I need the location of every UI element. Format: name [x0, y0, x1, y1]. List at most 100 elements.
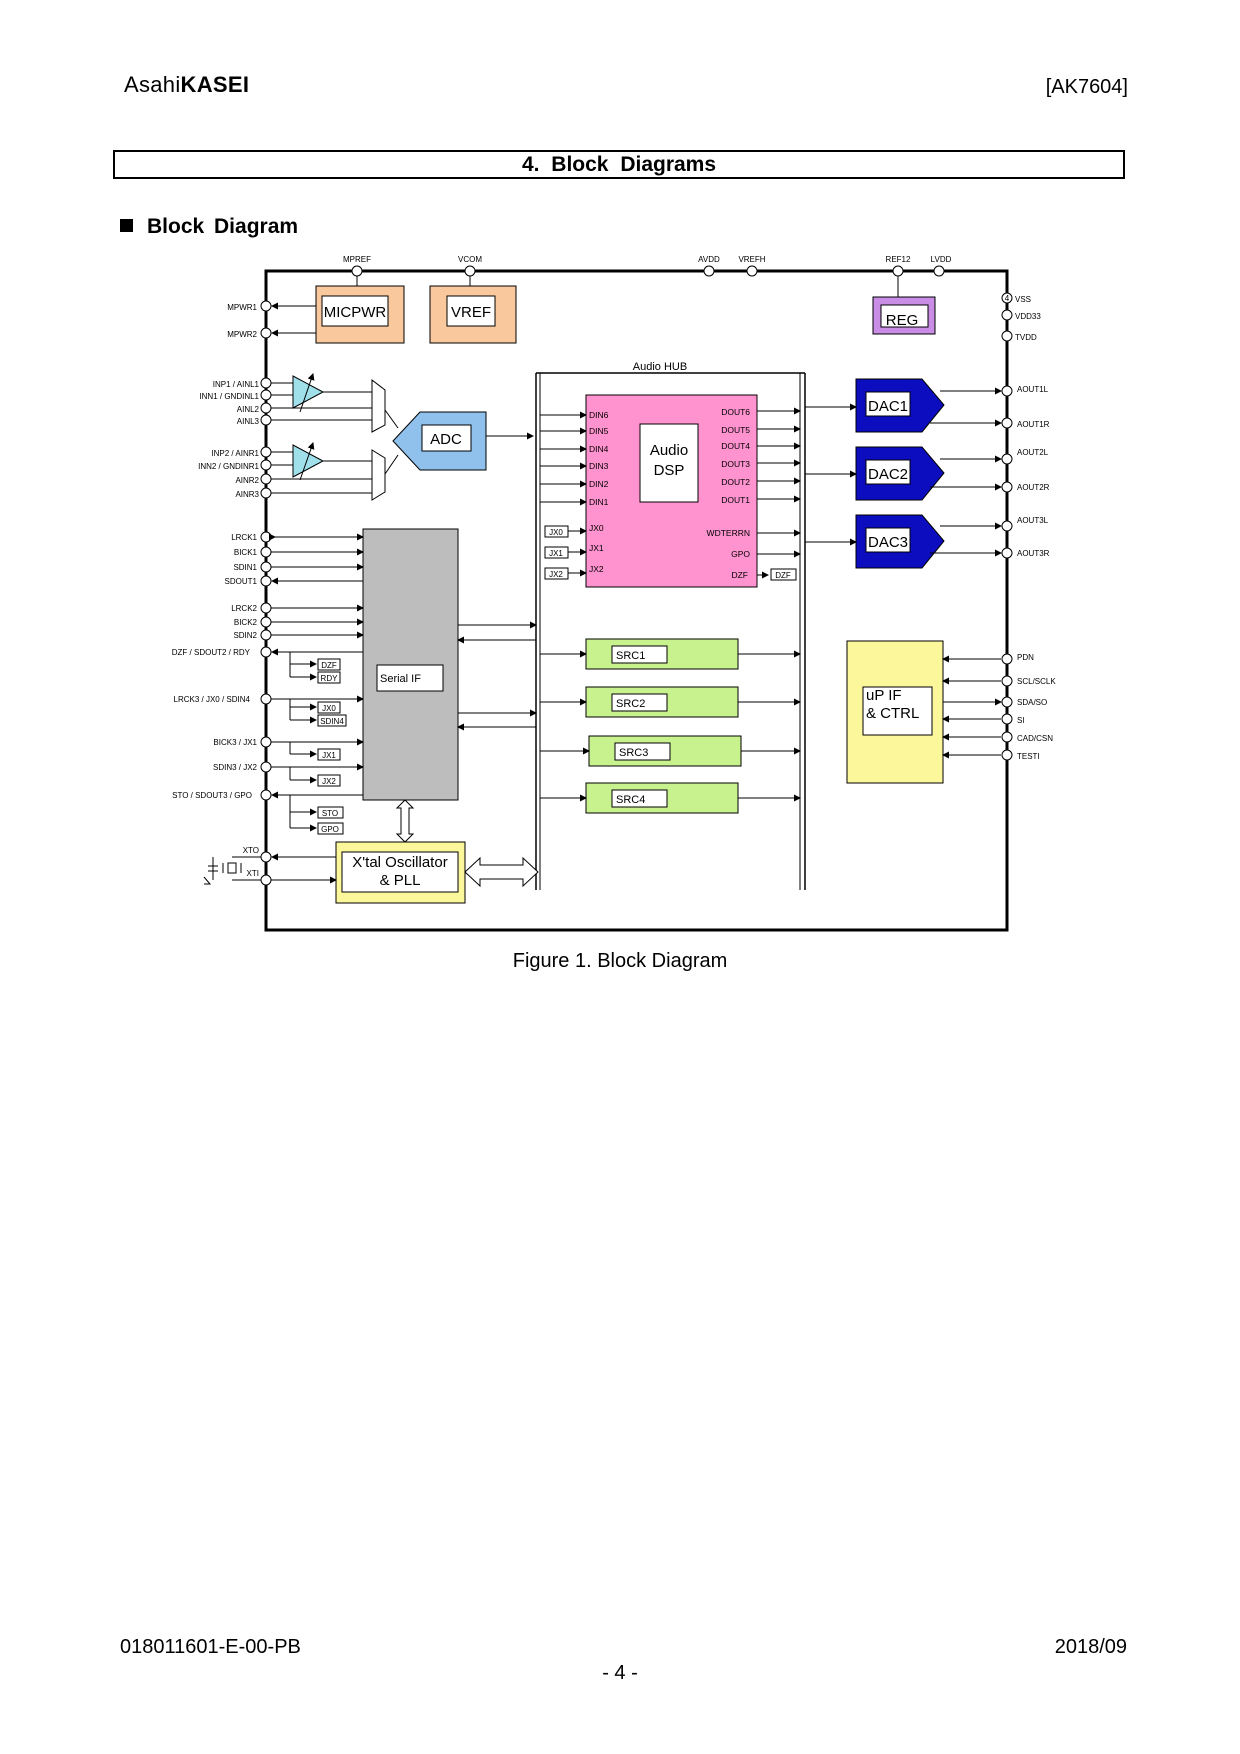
audio-hub-label: Audio HUB [633, 361, 687, 373]
dout4: DOUT4 [721, 441, 750, 451]
tag-jx2: JX2 [322, 777, 336, 786]
dout5: DOUT5 [721, 425, 750, 435]
dsp-label-1: Audio [650, 442, 688, 459]
tag-gpo: GPO [321, 825, 339, 834]
tag-rdy: RDY [321, 674, 339, 683]
dsp-jx0: JX0 [589, 523, 604, 533]
pin-sdout1: SDOUT1 [225, 577, 258, 586]
dac2-block: DAC2 [855, 446, 945, 501]
din5: DIN5 [589, 426, 609, 436]
pin-ainl3: AINL3 [237, 417, 260, 426]
pin-sda: SDA/SO [1017, 698, 1047, 707]
subsection-heading: Block Diagram [120, 215, 298, 239]
xtal-hub-link [464, 856, 539, 888]
pin-inn2: INN2 / GNDINR1 [198, 462, 259, 471]
logo-prefix: Asahi [124, 72, 181, 97]
top-pins: MPREF VCOM AVDD VREFH REF12 LVDD [343, 255, 952, 301]
src3-label: SRC3 [619, 747, 648, 759]
serial-pins: LRCK1 BICK1 SDIN1 SDOUT1 LRCK2 BICK2 SDI… [172, 531, 272, 801]
adc-label: ADC [430, 431, 462, 448]
pin-aout2r: AOUT2R [1017, 483, 1050, 492]
dout2: DOUT2 [721, 477, 750, 487]
pin-inn1: INN1 / GNDINL1 [199, 392, 259, 401]
din4: DIN4 [589, 444, 609, 454]
footer-doc-number: 018011601-E-00-PB [120, 1636, 301, 1658]
mux-left [371, 378, 386, 433]
page-number: - 4 - [602, 1662, 638, 1684]
pin-aout3r: AOUT3R [1017, 549, 1050, 558]
pin-bick2: BICK2 [234, 618, 258, 627]
pin-vdd33: VDD33 [1015, 312, 1041, 321]
dsp-output-labels: DOUT6 DOUT5 DOUT4 DOUT3 DOUT2 DOUT1 [721, 407, 750, 505]
xtal-label-1: X'tal Oscillator [352, 854, 447, 871]
pin-ainr3: AINR3 [235, 490, 259, 499]
pin-inp2: INP2 / AINR1 [211, 449, 259, 458]
serial-if-label: Serial IF [380, 673, 421, 685]
pin-sdin3: SDIN3 / JX2 [213, 763, 258, 772]
tag-sdin4: SDIN4 [320, 717, 344, 726]
pin-lvdd: LVDD [931, 255, 952, 264]
pin-si: SI [1017, 716, 1025, 725]
bullet-square-icon [120, 219, 133, 232]
section-title-box [113, 150, 1125, 179]
dout6: DOUT6 [721, 407, 750, 417]
tag-jx1: JX1 [322, 751, 336, 760]
tag-jx0: JX0 [322, 704, 336, 713]
tag-sto: STO [322, 809, 338, 818]
crystal-icon [203, 856, 261, 885]
pin-cad: CAD/CSN [1017, 734, 1053, 743]
pin-xto: XTO [243, 846, 259, 855]
pin-xti: XTI [247, 869, 259, 878]
jx1-tag: JX1 [549, 549, 563, 558]
company-logo: AsahiKASEI [124, 72, 249, 98]
dsp-jx2: JX2 [589, 564, 604, 574]
dout1: DOUT1 [721, 495, 750, 505]
upif-label-2: & CTRL [866, 705, 919, 722]
jx0-tag: JX0 [549, 528, 563, 537]
din2: DIN2 [589, 479, 609, 489]
tag-dzf: DZF [321, 661, 337, 670]
control-pins: PDN SCL/SCLK SDA/SO SI CAD/CSN TESTI [1001, 653, 1056, 761]
xtal-label-2: & PLL [380, 872, 421, 889]
dsp-jx1: JX1 [589, 543, 604, 553]
dac3-label: DAC3 [868, 534, 908, 551]
src2-label: SRC2 [616, 698, 645, 710]
jx2-tag: JX2 [549, 570, 563, 579]
pin-scl: SCL/SCLK [1017, 677, 1056, 686]
dsp-input-labels: DIN6 DIN5 DIN4 DIN3 DIN2 DIN1 [589, 410, 609, 507]
pin-aout2l: AOUT2L [1017, 448, 1049, 457]
din6: DIN6 [589, 410, 609, 420]
micpwr-label: MICPWR [324, 304, 387, 321]
pin-testi: TESTI [1017, 752, 1040, 761]
dzf-tag: DZF [775, 571, 791, 580]
power-pins: 4 VSS VDD33 TVDD [1001, 292, 1041, 342]
src-blocks: SRC1 SRC2 SRC3 SRC4 [585, 638, 742, 814]
din1: DIN1 [589, 497, 609, 507]
pin-vss: VSS [1015, 295, 1031, 304]
dsp-wdterrn: WDTERRN [707, 528, 750, 538]
pin-inp1: INP1 / AINL1 [213, 380, 260, 389]
pin-mpref: MPREF [343, 255, 371, 264]
pin-lrck2: LRCK2 [231, 604, 257, 613]
reg-label: REG [886, 312, 919, 329]
pin-dzf-sdout2: DZF / SDOUT2 / RDY [172, 648, 251, 657]
pin-aout1l: AOUT1L [1017, 385, 1049, 394]
footer-date: 2018/09 [1054, 1636, 1127, 1658]
dsp-dzf: DZF [731, 570, 748, 580]
pin-mpwr2: MPWR2 [227, 330, 257, 339]
dac1-label: DAC1 [868, 398, 908, 415]
pin-ainr2: AINR2 [235, 476, 259, 485]
pin-pdn: PDN [1017, 653, 1034, 662]
pin-sdin1: SDIN1 [233, 563, 257, 572]
pin-vrefh: VREFH [738, 255, 765, 264]
analog-inputs: INP1 / AINL1 INN1 / GNDINL1 AINL2 AINL3 … [198, 373, 399, 501]
pin-lrck1: LRCK1 [231, 533, 257, 542]
mic-amp-left [292, 375, 325, 409]
serial-tags: DZF RDY JX0 SDIN4 JX1 JX2 STO GPO [317, 658, 347, 835]
mic-amp-right [292, 444, 325, 478]
dac3-block: DAC3 [855, 514, 945, 569]
vss-count: 4 [1005, 294, 1010, 303]
dsp-label-2: DSP [654, 462, 685, 479]
pin-lrck3: LRCK3 / JX0 / SDIN4 [174, 695, 251, 704]
serial-xtal-link [395, 799, 415, 843]
